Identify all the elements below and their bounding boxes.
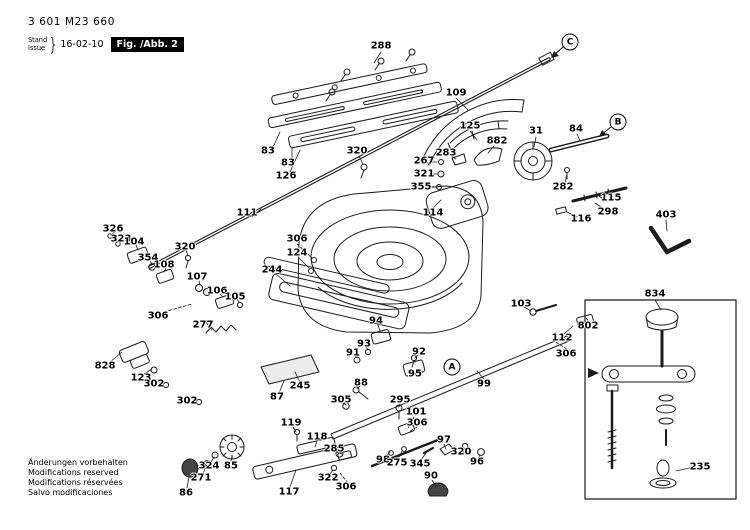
- footer-line-de: Änderungen vorbehalten: [28, 458, 128, 467]
- document-number: 3 601 M23 660: [28, 16, 115, 28]
- footer-line-fr: Modifications réservées: [28, 478, 123, 487]
- issue-labels: Stand Issue: [28, 35, 48, 52]
- footer-notices: Änderungen vorbehalten Modifications res…: [28, 458, 128, 498]
- stand-label: Stand: [28, 35, 48, 44]
- footer-line-en: Modifications reserved: [28, 468, 119, 477]
- issue-label: Issue: [28, 43, 46, 52]
- figure-badge: Fig. /Abb. 2: [110, 37, 184, 52]
- brace-glyph: }: [48, 34, 59, 55]
- header: 3 601 M23 660 Stand Issue } 16-02-10 Fig…: [28, 16, 184, 55]
- footer-line-es: Salvo modificaciones: [28, 488, 113, 497]
- issue-row: Stand Issue } 16-02-10 Fig. /Abb. 2: [28, 34, 184, 55]
- issue-date: 16-02-10: [60, 39, 104, 50]
